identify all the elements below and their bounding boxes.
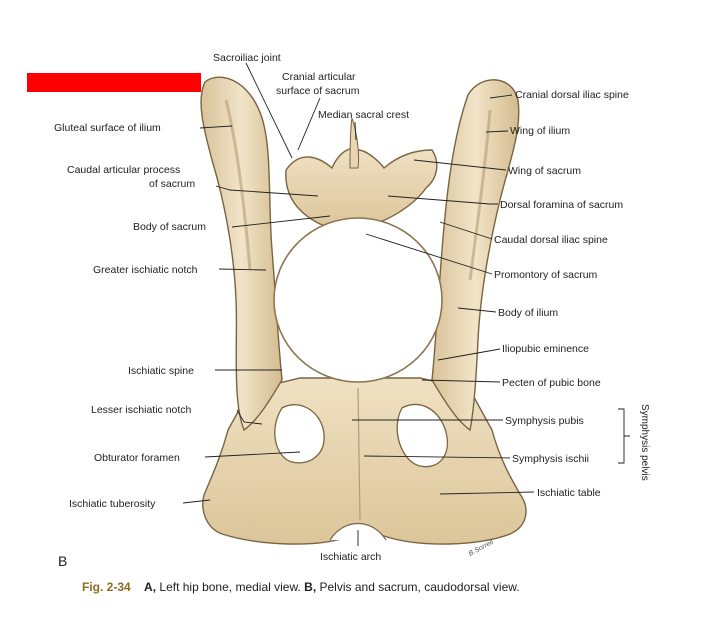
- label-lesser-ischiatic-notch: Lesser ischiatic notch: [91, 404, 192, 416]
- caption-a-letter: A,: [144, 580, 157, 594]
- redaction-bar: [27, 73, 201, 92]
- label-ischiatic-tuberosity: Ischiatic tuberosity: [69, 498, 156, 510]
- label-caudal-dorsal-iliac-spine: Caudal dorsal iliac spine: [494, 234, 608, 246]
- label-caudal-articular-1: Caudal articular process: [67, 164, 180, 176]
- label-symphysis-pubis: Symphysis pubis: [505, 415, 584, 427]
- label-ischiatic-spine: Ischiatic spine: [128, 365, 194, 377]
- label-caudal-articular-2: of sacrum: [149, 178, 195, 190]
- label-obturator-foramen: Obturator foramen: [94, 452, 180, 464]
- label-wing-of-sacrum: Wing of sacrum: [508, 165, 581, 177]
- label-promontory: Promontory of sacrum: [494, 269, 598, 281]
- label-ischiatic-arch: Ischiatic arch: [320, 551, 381, 563]
- label-cranial-dorsal-iliac-spine: Cranial dorsal iliac spine: [515, 89, 629, 101]
- label-sacroiliac-joint: Sacroiliac joint: [213, 52, 281, 64]
- label-symphysis-pelvis: Symphysis pelvis: [639, 404, 650, 481]
- label-pecten: Pecten of pubic bone: [502, 377, 601, 389]
- figure-caption: Fig. 2-34 A, Left hip bone, medial view.…: [82, 580, 520, 594]
- label-body-of-sacrum: Body of sacrum: [133, 221, 206, 233]
- label-ischiatic-table: Ischiatic table: [537, 487, 601, 499]
- caption-a-text: Left hip bone, medial view.: [159, 580, 301, 594]
- label-body-of-ilium: Body of ilium: [498, 307, 558, 319]
- panel-letter: B: [58, 553, 68, 569]
- label-symphysis-ischii: Symphysis ischii: [512, 453, 589, 465]
- caption-b-text: Pelvis and sacrum, caudodorsal view.: [319, 580, 520, 594]
- label-cranial-articular-2: surface of sacrum: [276, 85, 360, 97]
- labels: Sacroiliac joint Cranial articular surfa…: [54, 52, 650, 563]
- label-greater-ischiatic-notch: Greater ischiatic notch: [93, 264, 198, 276]
- caption-b-letter: B,: [304, 580, 317, 594]
- label-median-sacral-crest: Median sacral crest: [318, 109, 409, 121]
- pelvis-bone: [200, 76, 527, 545]
- leader-lines: [182, 62, 630, 546]
- caption-fig-number: Fig. 2-34: [82, 580, 131, 594]
- label-gluteal-surface: Gluteal surface of ilium: [54, 122, 161, 134]
- label-wing-of-ilium: Wing of ilium: [510, 125, 570, 137]
- label-dorsal-foramina: Dorsal foramina of sacrum: [500, 199, 623, 211]
- label-cranial-articular-1: Cranial articular: [282, 71, 356, 83]
- label-iliopubic-eminence: Iliopubic eminence: [502, 343, 589, 355]
